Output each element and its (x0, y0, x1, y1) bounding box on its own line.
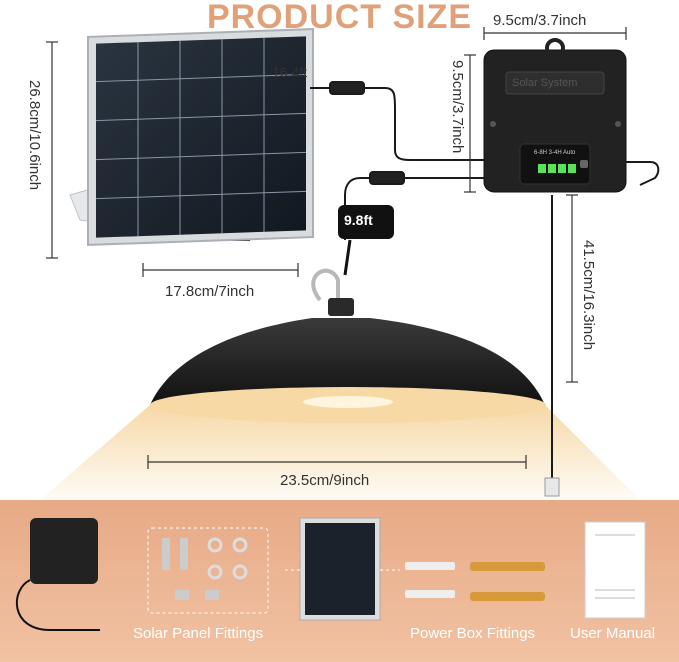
panel-width-label: 17.8cm/7inch (165, 283, 255, 300)
control-box (483, 38, 627, 193)
box-height-label: 9.5cm/3.7inch (449, 60, 466, 154)
accessories-illustration (16, 517, 646, 631)
solar-panel (69, 28, 314, 246)
power-box-fittings-caption: Power Box Fittings (410, 625, 536, 642)
page-title: PRODUCT SIZE (206, 0, 473, 36)
box-label: Solar System (512, 77, 578, 89)
box-mode-label: 6-8H 3-4H Auto (534, 150, 576, 156)
box-width-label: 9.5cm/3.7inch (493, 12, 587, 29)
panel-dimension-lines (46, 41, 299, 277)
power-plug (544, 477, 560, 497)
lamp-dimension-line (147, 455, 527, 469)
accessories-band: Solar Panel Fittings Power Box Fittings … (0, 500, 679, 662)
light-glow (40, 405, 640, 500)
panel-height-label: 26.8cm/10.6inch (26, 80, 43, 191)
panel-cable-label: 16.4ft (272, 64, 308, 80)
lamp-cable-label: 9.8ft (344, 212, 373, 228)
cables (310, 81, 660, 480)
drop-length-label: 41.5cm/16.3inch (580, 240, 597, 351)
coiled-cable (338, 205, 394, 276)
pendant-lamp (150, 268, 546, 423)
box-dimension-lines (464, 27, 627, 383)
lamp-diameter-label: 23.5cm/9inch (280, 472, 370, 489)
user-manual-caption: User Manual (570, 625, 656, 642)
solar-panel-fittings-caption: Solar Panel Fittings (133, 625, 264, 642)
